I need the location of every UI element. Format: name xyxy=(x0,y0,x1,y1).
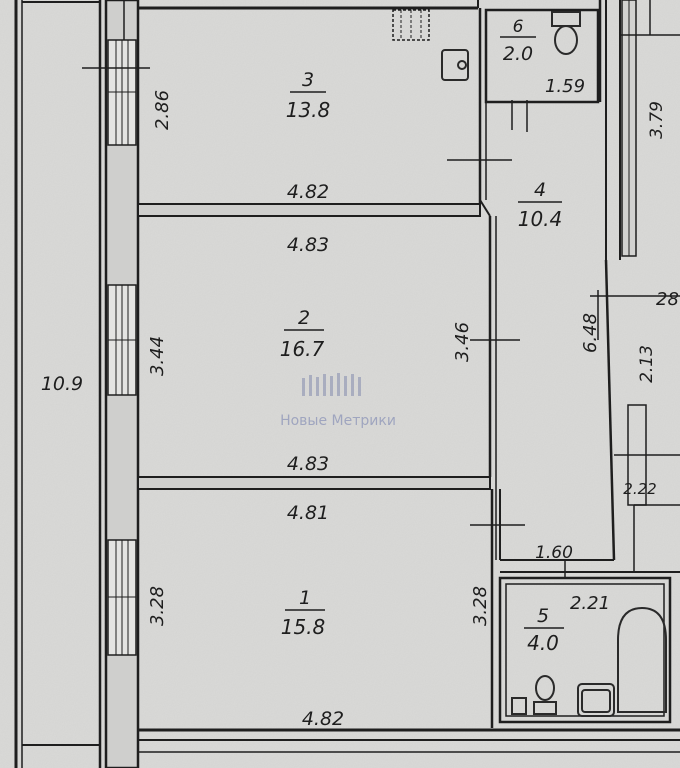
exterior-wall-left xyxy=(82,0,150,768)
dim-room1-width-top: 4.81 xyxy=(287,502,329,524)
window-room2 xyxy=(107,284,137,396)
right-structures xyxy=(614,0,680,572)
window-room1 xyxy=(107,539,137,656)
dim-room3-width: 4.82 xyxy=(287,181,329,203)
room-6-number: 6 xyxy=(513,17,524,37)
dim-room6-width: 1.59 xyxy=(545,76,585,97)
toilet-icon xyxy=(551,11,581,55)
sink-icon xyxy=(441,49,469,81)
bath-corner-icon xyxy=(511,697,527,715)
bathtub-icon xyxy=(617,606,667,713)
dimension-labels: 4.82 2.86 4.83 3.44 4.83 4.81 3.28 3.28 … xyxy=(41,76,679,730)
watermark-text: Новые Метрики xyxy=(280,413,396,429)
watermark-people-icon xyxy=(302,373,361,396)
dim-room2-height: 3.44 xyxy=(147,336,168,376)
dim-room1-width-bottom: 4.82 xyxy=(302,708,344,730)
room-1-area: 15.8 xyxy=(281,615,326,639)
dimension-ticks xyxy=(447,100,680,578)
room-1-number: 1 xyxy=(299,587,311,609)
dim-room4-length: 6.48 xyxy=(580,313,601,353)
bottom-wall xyxy=(138,728,680,753)
room-labels: 3 13.8 2 16.7 1 15.8 4 10.4 5 4.0 6 2.0 xyxy=(280,17,564,655)
dim-corridor-length: 3.46 xyxy=(452,322,473,362)
window-room3 xyxy=(107,39,137,146)
room-3-number: 3 xyxy=(302,69,314,91)
radiator-icon xyxy=(392,9,430,41)
dim-room2-width-top: 4.83 xyxy=(287,234,329,256)
dim-right-213: 2.13 xyxy=(637,345,657,383)
dim-room1-height-left: 3.28 xyxy=(147,586,168,626)
watermark: Новые Метрики xyxy=(280,373,396,429)
dim-right-28: 28 xyxy=(656,289,679,310)
room-4-number: 4 xyxy=(534,179,546,201)
top-wall xyxy=(138,0,479,10)
left-balcony xyxy=(14,0,102,768)
room-2-area: 16.7 xyxy=(280,337,325,361)
dim-room3-height: 2.86 xyxy=(152,90,173,130)
room-4-area: 10.4 xyxy=(518,207,563,231)
dim-left-balcony: 10.9 xyxy=(41,373,83,395)
bath-toilet-icon xyxy=(533,675,557,715)
room-5-area: 4.0 xyxy=(527,631,559,655)
dim-right-222: 2.22 xyxy=(623,480,656,498)
dim-bath-width: 2.21 xyxy=(570,593,610,614)
bath-sink-icon xyxy=(577,683,615,717)
dim-bath-width-top: 1.60 xyxy=(535,543,573,563)
dim-room1-height-right: 3.28 xyxy=(470,586,491,626)
room-6-area: 2.0 xyxy=(503,43,533,65)
interior-walls xyxy=(137,0,680,728)
room-3-area: 13.8 xyxy=(286,98,331,122)
dim-room2-width-bottom: 4.83 xyxy=(287,453,329,475)
room-2-number: 2 xyxy=(298,307,310,329)
room-5-number: 5 xyxy=(537,605,549,627)
dim-right-379: 3.79 xyxy=(647,101,667,139)
